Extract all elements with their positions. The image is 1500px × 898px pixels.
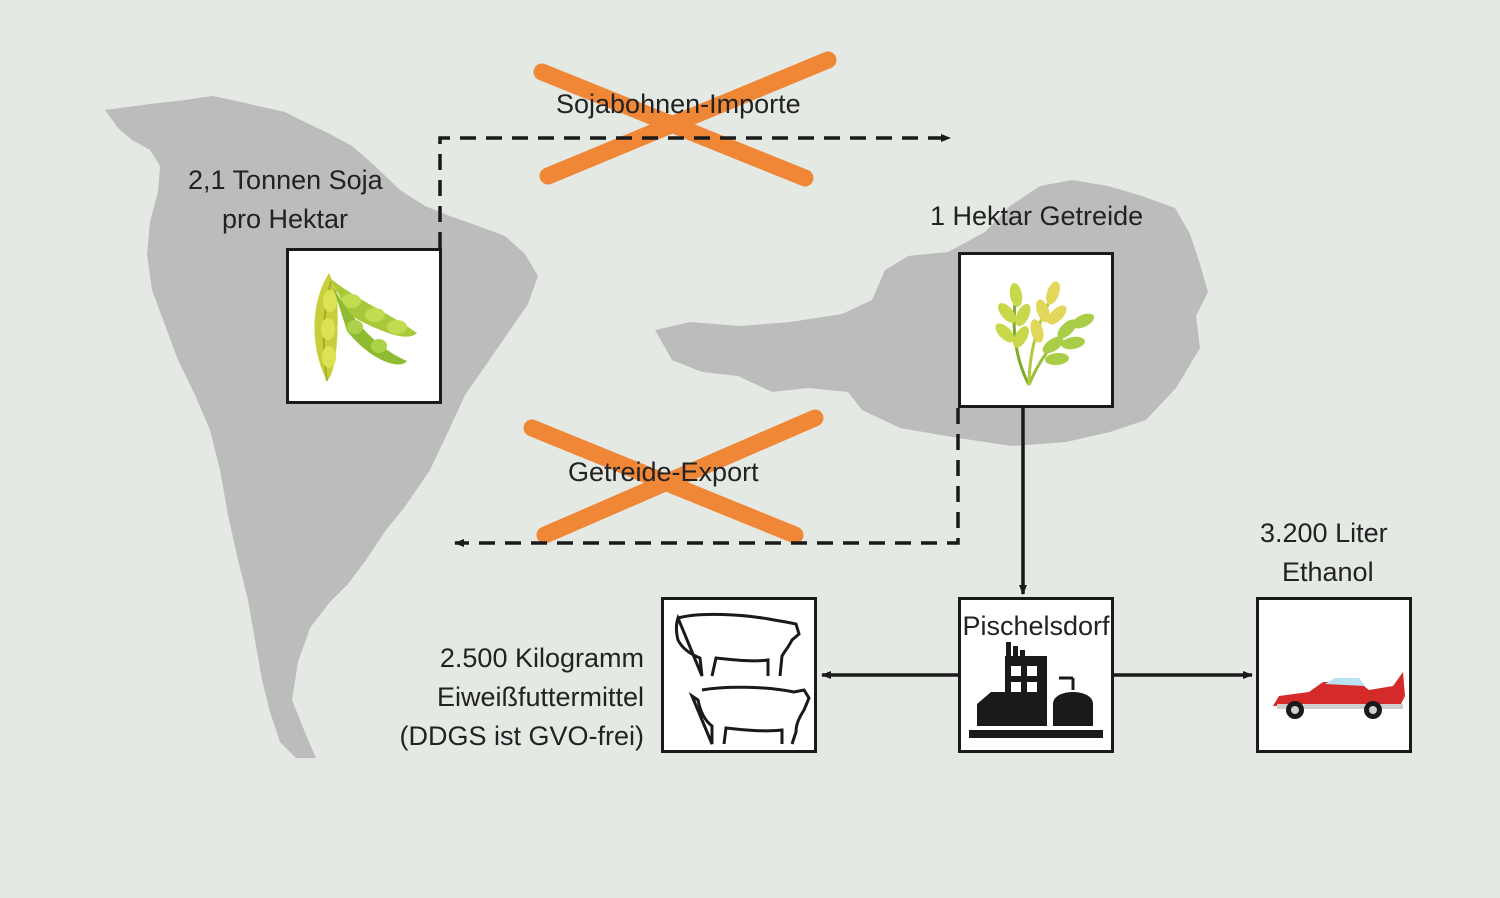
grain-label: 1 Hektar Getreide [930,201,1144,231]
grain-box [958,252,1114,408]
plant-box: Pischelsdorf [958,597,1114,753]
feed-line1: 2.500 Kilogramm [439,643,644,673]
ethanol-box [1256,597,1412,753]
wheat-ears-icon [995,281,1095,386]
cross-export [523,409,824,544]
export-label: Getreide-Export [568,457,759,487]
cross-imports [533,51,837,187]
feed-line3: (DDGS ist GVO-frei) [399,721,644,751]
feed-line2: Eiweißfuttermittel [436,682,644,712]
soy-box [286,248,442,404]
soy-yield-line2: pro Hektar [222,204,349,234]
factory-icon [969,642,1103,738]
ethanol-line2: Ethanol [1282,557,1374,587]
red-car-icon [1273,672,1405,719]
export-arrow [454,408,960,547]
import-arrow [438,134,951,248]
feed-box [661,597,817,753]
soybean-pods-icon [314,273,417,382]
cow-and-pig-icon [675,612,811,745]
imports-label: Sojabohnen-Importe [556,89,801,119]
plant-label: Pischelsdorf [962,611,1110,641]
soy-yield-line1: 2,1 Tonnen Soja [188,165,383,195]
ethanol-line1: 3.200 Liter [1260,518,1388,548]
